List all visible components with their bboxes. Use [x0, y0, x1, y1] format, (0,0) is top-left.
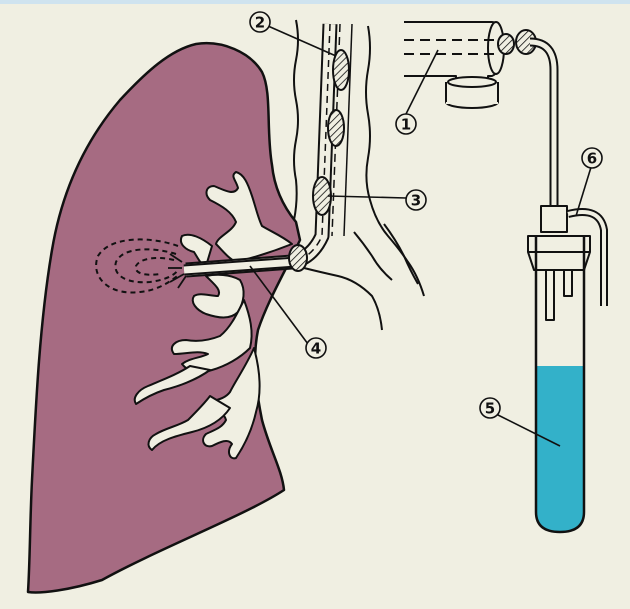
callout-5: 5 [480, 398, 500, 418]
bronchoscope-adapter [404, 22, 504, 108]
svg-text:4: 4 [311, 340, 321, 358]
lung-shape [28, 43, 300, 592]
callout-6: 6 [582, 148, 602, 168]
svg-text:5: 5 [485, 400, 495, 418]
svg-text:3: 3 [411, 192, 421, 210]
svg-text:6: 6 [587, 150, 597, 168]
callout-3: 3 [406, 190, 426, 210]
svg-text:1: 1 [401, 116, 411, 134]
collector-stopper [528, 206, 604, 320]
callout-2: 2 [250, 12, 270, 32]
svg-text:2: 2 [255, 14, 265, 32]
callout-4: 4 [306, 338, 326, 358]
collection-tube [536, 236, 584, 532]
callout-1: 1 [396, 114, 416, 134]
suction-tube [530, 42, 554, 206]
